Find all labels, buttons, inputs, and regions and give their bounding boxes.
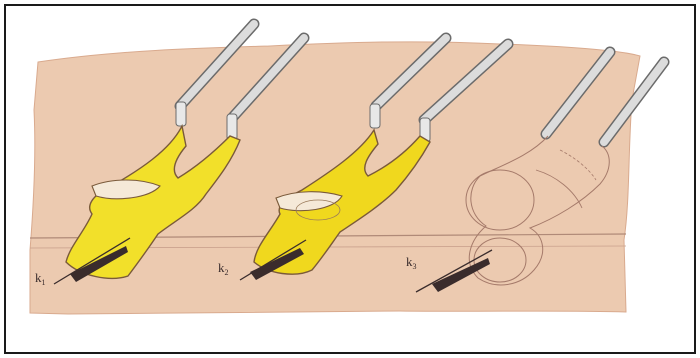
figure-canvas: k1 k2: [0, 0, 700, 358]
